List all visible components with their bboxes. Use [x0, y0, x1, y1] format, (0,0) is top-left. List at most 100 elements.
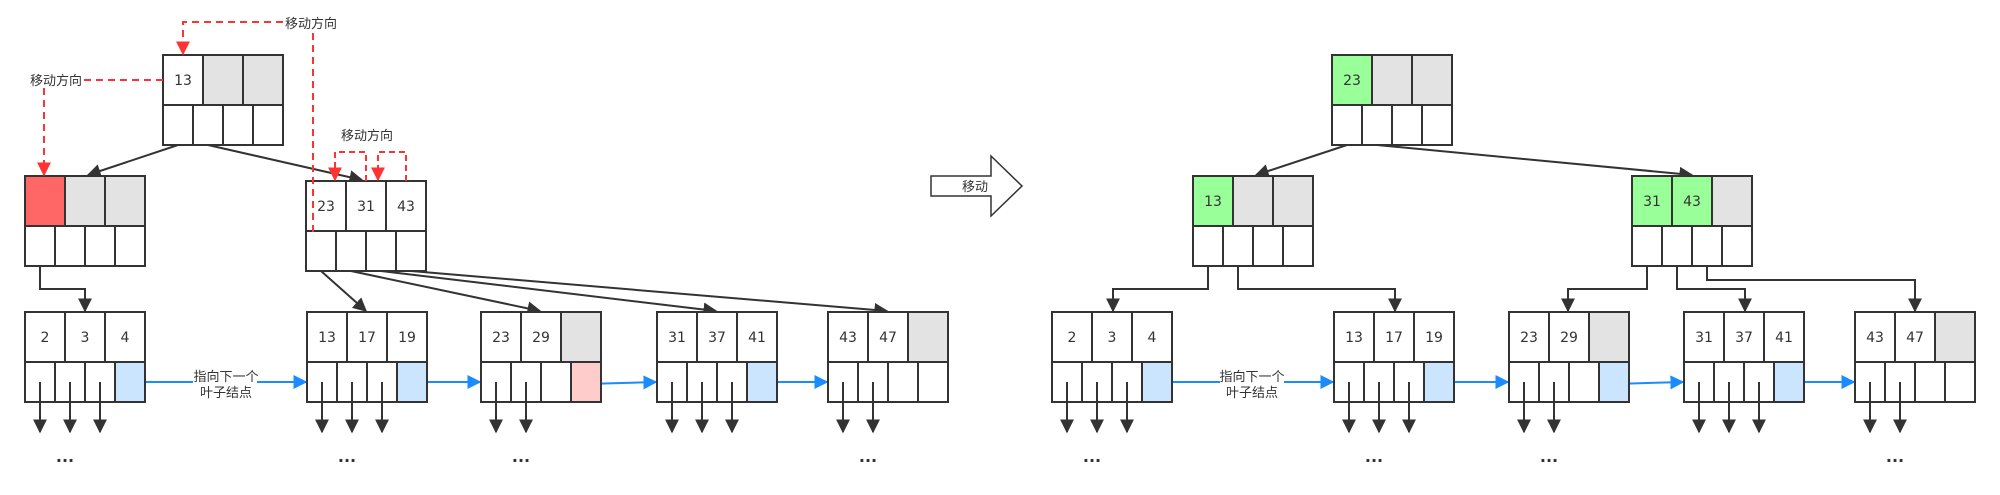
before-right-to-leaf4-edge [380, 270, 718, 317]
key-cell [1371, 54, 1413, 106]
move-direction-label-left: 移动方向 [30, 73, 82, 89]
pointer-cell [1282, 225, 1314, 267]
key-cell [202, 54, 244, 106]
next-leaf-label-line1: 指向下一个 [1219, 369, 1284, 385]
pointer-cell [365, 230, 397, 272]
pointer-cell [1631, 225, 1663, 267]
next-leaf-pointer-cell [396, 361, 428, 403]
key-value: 23 [492, 330, 510, 346]
ellipsis: ... [859, 447, 877, 466]
pointer-cell [1721, 225, 1753, 267]
key-cell [867, 311, 909, 363]
key-value: 47 [1906, 330, 1924, 346]
pointer-cell [1252, 225, 1284, 267]
key-value: 31 [1695, 330, 1713, 346]
pointer-cell [395, 230, 427, 272]
next-leaf-pointer-cell [114, 361, 146, 403]
after-internal-node-1: 13 [1192, 175, 1314, 267]
key-value: 41 [748, 330, 766, 346]
key-cell [1051, 311, 1093, 363]
key-value: 43 [839, 330, 857, 346]
after-right-to-leaf4-edge [1676, 266, 1752, 313]
key-cell [104, 311, 146, 363]
key-cell [104, 175, 146, 227]
ellipsis: ... [1540, 447, 1558, 466]
after-left-to-leaf1-edge [1106, 266, 1209, 313]
pointer-cell [335, 230, 367, 272]
pointer-cell [114, 225, 146, 267]
pointer-cell [1914, 361, 1946, 403]
pointer-cell [1192, 225, 1224, 267]
key-cell [64, 175, 106, 227]
after-leaf-node-5: 43 47... [1854, 311, 1976, 466]
key-cell [1934, 311, 1976, 363]
pointer-cell [1691, 225, 1723, 267]
pointer-cell [1222, 225, 1254, 267]
key-value: 43 [1683, 194, 1701, 210]
ellipsis: ... [512, 447, 530, 466]
pointer-cell [192, 104, 224, 146]
key-value: 47 [879, 330, 897, 346]
pointer-cell [1421, 104, 1453, 146]
after-root-node: 23 [1331, 54, 1453, 146]
pointer-cell [1361, 104, 1393, 146]
key-cell [64, 311, 106, 363]
pointer-cell [1391, 104, 1423, 146]
after-right-to-leaf3-edge [1561, 266, 1648, 313]
ellipsis: ... [1886, 447, 1904, 466]
pointer-cell [84, 225, 116, 267]
key-cell [560, 311, 602, 363]
key-cell [827, 311, 869, 363]
before-right-to-leaf2-edge [320, 270, 368, 312]
key-value: 13 [318, 330, 336, 346]
key-cell [1763, 311, 1805, 363]
next-leaf-pointer-cell [570, 361, 602, 403]
pointer-cell [222, 104, 254, 146]
after-root-to-right-edge [1376, 144, 1694, 181]
before-right-to-leaf5-edge [410, 270, 889, 317]
key-value: 17 [1385, 330, 1403, 346]
key-cell [1588, 311, 1630, 363]
next-leaf-pointer-cell [1773, 361, 1805, 403]
key-value: 43 [1866, 330, 1884, 346]
next-leaf-pointer-cell [1423, 361, 1455, 403]
key-value: 3 [81, 330, 90, 346]
next-leaf-label-line2: 叶子结点 [200, 386, 252, 401]
next-leaf-pointer-cell [746, 361, 778, 403]
key-value: 31 [1643, 194, 1661, 210]
pointer-cell [1661, 225, 1693, 267]
key-value: 2 [41, 330, 50, 346]
key-cell [520, 311, 562, 363]
ellipsis: ... [56, 447, 74, 466]
pointer-cell [887, 361, 919, 403]
before-root-to-right-edge [207, 144, 364, 185]
key-cell [1373, 311, 1415, 363]
before-root-to-left-edge [86, 144, 179, 178]
key-cell [1091, 311, 1133, 363]
key-cell [1413, 311, 1455, 363]
key-cell [24, 175, 66, 227]
key-value: 4 [1148, 330, 1157, 346]
annotations: 移动方向 移动方向 移动方向 移动 [30, 15, 1024, 232]
key-value: 19 [398, 330, 416, 346]
key-value: 2 [1068, 330, 1077, 346]
before-left-to-leaf1-edge [39, 267, 92, 313]
ellipsis: ... [338, 447, 356, 466]
key-cell [1854, 311, 1896, 363]
move-direction-label-inner: 移动方向 [341, 128, 393, 144]
pointer-cell [540, 361, 572, 403]
pointer-cell [54, 225, 86, 267]
key-cell [1232, 175, 1274, 227]
key-cell [1723, 311, 1765, 363]
before-internal-node-1 [24, 175, 146, 267]
before-right-to-leaf3-edge [350, 270, 542, 316]
move-direction-label-top: 移动方向 [285, 16, 337, 32]
